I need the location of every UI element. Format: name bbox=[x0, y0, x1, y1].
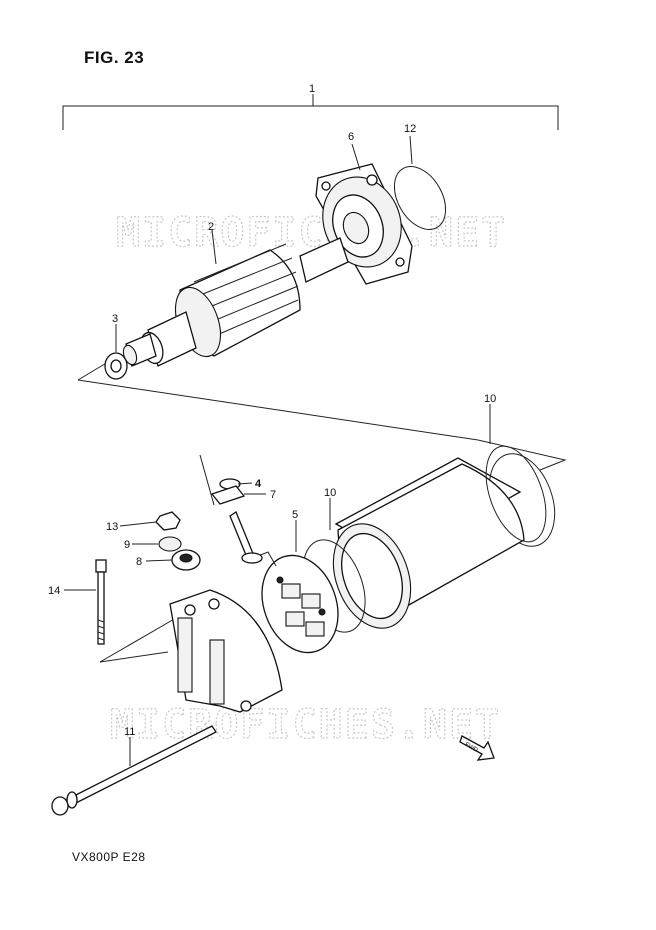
terminal-bolt-part bbox=[229, 511, 263, 564]
assembly-bracket bbox=[62, 94, 559, 130]
nut-part bbox=[155, 511, 181, 531]
o-ring-part bbox=[393, 166, 447, 230]
callout-2: 2 bbox=[208, 221, 214, 233]
model-code: VX800P E28 bbox=[72, 850, 146, 864]
callout-11: 11 bbox=[124, 726, 135, 738]
callout-9: 9 bbox=[124, 539, 130, 551]
callout-13: 13 bbox=[106, 521, 118, 533]
washer-part bbox=[104, 352, 128, 380]
callout-10-inner: 10 bbox=[324, 487, 336, 499]
watermark-bottom: MICROFICHES.NET bbox=[110, 702, 501, 748]
callout-7: 7 bbox=[270, 489, 276, 501]
callout-14: 14 bbox=[48, 585, 60, 597]
washer-small-part bbox=[158, 536, 182, 552]
leader-lines bbox=[64, 135, 491, 766]
insulator-7-part bbox=[210, 485, 246, 505]
callout-4: 4 bbox=[255, 478, 262, 490]
callout-5: 5 bbox=[292, 509, 298, 521]
o-ring-outer-part bbox=[485, 445, 547, 543]
callout-3: 3 bbox=[112, 313, 118, 325]
callout-6: 6 bbox=[348, 131, 354, 143]
bolt-11-part bbox=[51, 725, 217, 816]
callout-8: 8 bbox=[136, 556, 142, 568]
callout-12: 12 bbox=[404, 123, 416, 135]
bolt-14-part bbox=[95, 559, 107, 645]
seal-part bbox=[171, 549, 201, 571]
watermark-top: MICROFICHES.NET bbox=[116, 210, 507, 256]
commutator-end-frame-part bbox=[169, 589, 283, 713]
figure-title: FIG. 23 bbox=[84, 48, 145, 67]
callout-1: 1 bbox=[309, 83, 315, 95]
armature-part bbox=[122, 237, 349, 367]
brush-holder-part bbox=[257, 551, 339, 654]
callout-10-outer: 10 bbox=[484, 393, 496, 405]
yoke-housing-part bbox=[332, 453, 556, 629]
